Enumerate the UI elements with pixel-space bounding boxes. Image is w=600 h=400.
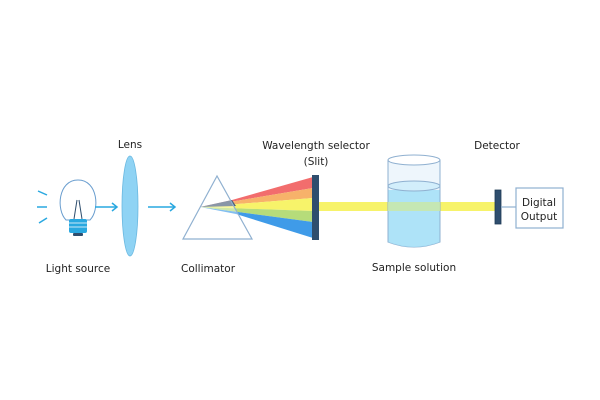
lens-label: Lens <box>118 139 142 151</box>
selector-label: Wavelength selector <box>262 140 370 152</box>
arrow-icon <box>148 202 177 212</box>
output-label-1: Digital <box>522 197 556 209</box>
light-bulb-icon <box>59 179 97 236</box>
digital-output-box <box>515 187 564 229</box>
cuvette-icon <box>387 154 441 248</box>
arrow-icon <box>95 202 119 212</box>
light-rays-icon <box>37 190 48 224</box>
prism-icon <box>181 174 254 240</box>
slit-icon <box>312 175 319 240</box>
light-source-label: Light source <box>46 263 110 275</box>
detector-label: Detector <box>474 140 520 152</box>
lens-icon <box>121 155 139 257</box>
collimator-label: Collimator <box>181 263 236 275</box>
dispersed-spectrum <box>200 177 313 238</box>
slit-label: (Slit) <box>304 156 329 168</box>
sample-label: Sample solution <box>372 262 456 274</box>
detector-icon <box>494 189 502 225</box>
output-label-2: Output <box>521 211 557 223</box>
